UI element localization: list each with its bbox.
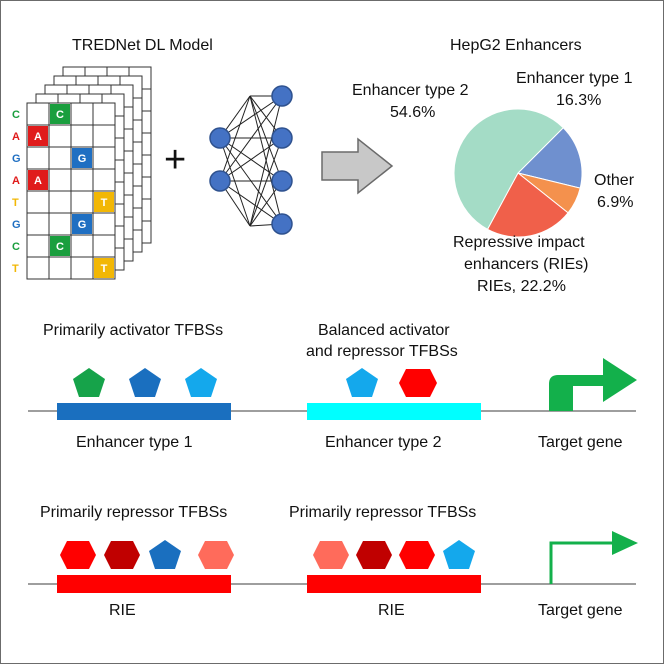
row1-enhancer-type1-label: Enhancer type 1 <box>76 434 193 451</box>
plus-symbol: + <box>164 139 186 181</box>
nn-edge <box>219 95 283 139</box>
nn-edge <box>219 137 251 227</box>
row2-target-gene-arrow-stem <box>549 541 614 584</box>
balanced-tfbs-sky-pentagon <box>346 368 378 397</box>
sequence-base: G <box>12 153 21 165</box>
onehot-cell <box>50 104 70 124</box>
pie-label-other: Other <box>594 172 635 189</box>
nn-node <box>271 85 293 107</box>
row1-label-balanced-1: Balanced activator <box>318 322 450 339</box>
nn-node <box>271 170 293 192</box>
pie-value-other: 6.9% <box>597 194 633 211</box>
pie-value-rie: RIEs, 22.2% <box>477 278 566 295</box>
onehot-cell-base: A <box>34 131 42 143</box>
onehot-cell-base: C <box>56 241 64 253</box>
onehot-cell <box>94 258 114 278</box>
onehot-cell <box>72 148 92 168</box>
row2-target-gene-arrow-head <box>612 531 638 555</box>
nn-edge <box>219 137 283 182</box>
rie1-tfbs-blue-pentagon <box>149 540 181 569</box>
rie2-tfbs-darkred-hexagon <box>356 541 392 569</box>
sequence-base: C <box>12 109 20 121</box>
onehot-cell-base: G <box>78 153 87 165</box>
nn-edge <box>219 95 251 182</box>
pie-label-rie-line2: enhancers (RIEs) <box>464 256 589 273</box>
pie-slice <box>517 127 583 189</box>
activator-tfbs-sky-pentagon <box>185 368 217 397</box>
rie2-tfbs-salmon-hexagon <box>313 541 349 569</box>
row2-target-gene-label: Target gene <box>538 602 623 619</box>
rie1-tfbs-salmon-hexagon <box>198 541 234 569</box>
pie-label-type1: Enhancer type 1 <box>516 70 633 87</box>
row1-target-gene-arrow <box>549 358 637 411</box>
pie-label-rie-line1: Repressive impact <box>453 234 585 251</box>
rie1-tfbs-darkred-hexagon <box>104 541 140 569</box>
nn-edge <box>219 180 283 225</box>
model-to-enhancers-arrow <box>321 137 394 195</box>
onehot-cell-base: T <box>101 197 108 209</box>
row2-rie-right-label: RIE <box>378 602 405 619</box>
activator-tfbs-green-pentagon <box>73 368 105 397</box>
sequence-base: G <box>12 219 21 231</box>
balanced-tfbs-red-hexagon <box>399 369 437 397</box>
onehot-cell <box>72 214 92 234</box>
onehot-cell <box>94 192 114 212</box>
row2-rie-left-label: RIE <box>109 602 136 619</box>
nn-edge <box>249 137 283 227</box>
rie2-tfbs-sky-pentagon <box>443 540 475 569</box>
neural-network-edges <box>219 95 283 227</box>
nn-edge <box>249 95 283 182</box>
model-title: TREDNet DL Model <box>72 37 213 54</box>
pie-value-type2: 54.6% <box>390 104 435 121</box>
onehot-cell <box>28 170 48 190</box>
onehot-cell-base: A <box>34 175 42 187</box>
pie-title: HepG2 Enhancers <box>450 37 582 54</box>
onehot-cell-base: T <box>101 263 108 275</box>
row1-label-balanced-2: and repressor TFBSs <box>306 343 458 360</box>
onehot-cell <box>50 236 70 256</box>
nn-node <box>209 170 231 192</box>
enhancer-type2-bar <box>307 403 481 420</box>
activator-tfbs-blue-pentagon <box>129 368 161 397</box>
pie-value-type1: 16.3% <box>556 92 601 109</box>
rie-left-bar <box>57 575 231 593</box>
rie-right-bar <box>307 575 481 593</box>
row2-label-repressor-left: Primarily repressor TFBSs <box>40 504 227 521</box>
neural-network-nodes <box>209 85 293 235</box>
rie2-tfbs-red-hexagon <box>399 541 435 569</box>
onehot-encoded-cells: C A G A T G C T <box>28 104 114 278</box>
nn-node <box>271 127 293 149</box>
row2-label-repressor-mid: Primarily repressor TFBSs <box>289 504 476 521</box>
pie-label-type2: Enhancer type 2 <box>352 82 469 99</box>
sequence-base: C <box>12 241 20 253</box>
nn-node <box>271 213 293 235</box>
pie-slice <box>486 172 569 238</box>
row1-target-gene-label: Target gene <box>538 434 623 451</box>
nn-node <box>209 127 231 149</box>
onehot-cell <box>28 126 48 146</box>
sequence-base: T <box>12 263 19 275</box>
pie-slice <box>453 108 564 230</box>
enhancer-pie-chart <box>453 108 583 238</box>
onehot-cell-base: C <box>56 109 64 121</box>
rie1-tfbs-red-hexagon <box>60 541 96 569</box>
row1-enhancer-type2-label: Enhancer type 2 <box>325 434 442 451</box>
sequence-base: A <box>12 131 20 143</box>
onehot-cell-base: G <box>78 219 87 231</box>
nn-edge <box>249 95 283 227</box>
enhancer-type1-bar <box>57 403 231 420</box>
sequence-base: T <box>12 197 19 209</box>
row1-label-activator: Primarily activator TFBSs <box>43 322 223 339</box>
sequence-base: A <box>12 175 20 187</box>
